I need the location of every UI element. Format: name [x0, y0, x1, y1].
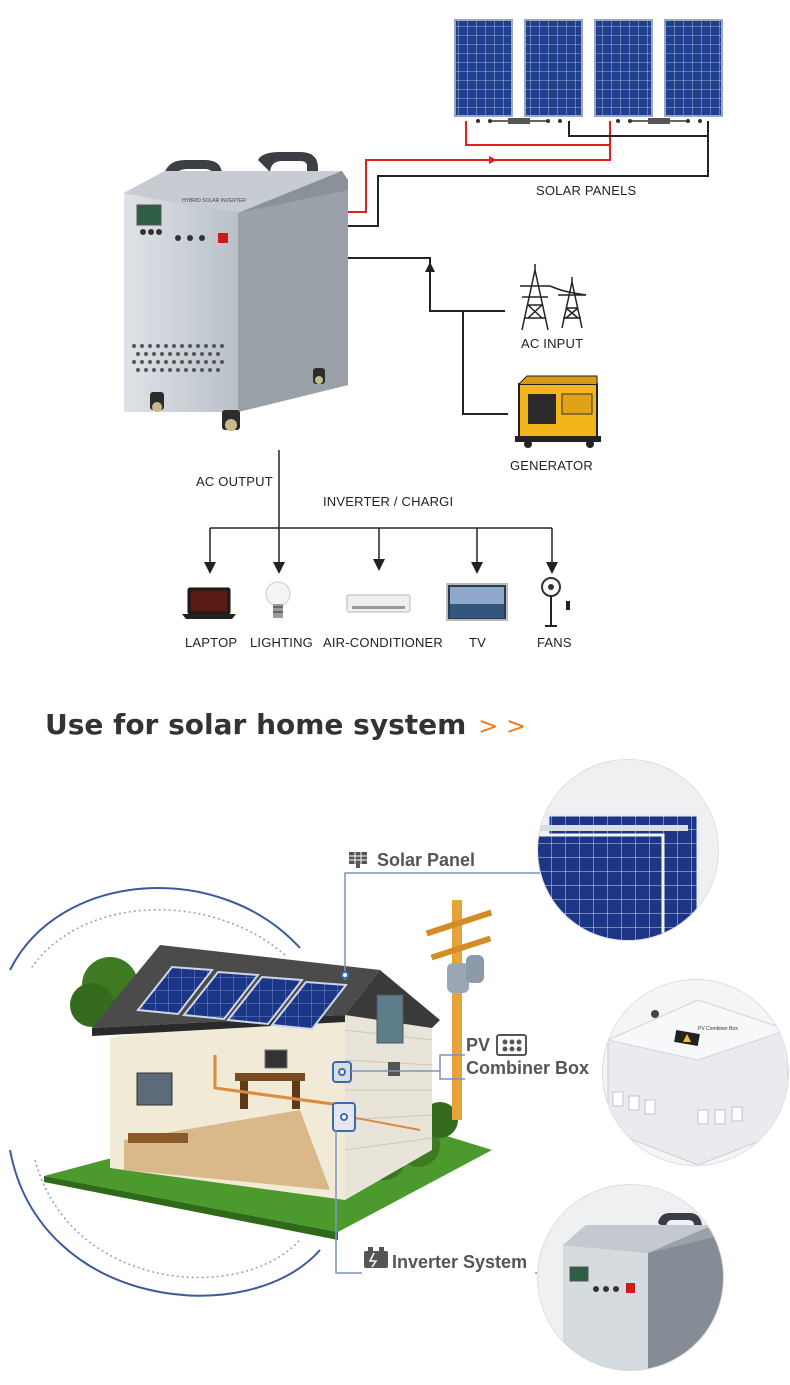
- solar-panel-closeup: [538, 760, 718, 940]
- load-label-fans: FANS: [537, 635, 572, 650]
- solar-panel-small-icon: [349, 852, 367, 868]
- load-label-laptop: LAPTOP: [185, 635, 238, 650]
- solar-panel-array: [454, 19, 723, 124]
- ac-input-label: AC INPUT: [521, 336, 584, 351]
- window: [376, 994, 404, 1044]
- solar-panel-callout: Solar Panel: [377, 850, 476, 870]
- generator-label: GENERATOR: [510, 458, 593, 473]
- inverter-unit: HYBRID SOLAR INVERTER: [124, 152, 348, 431]
- solar-panel-zoom-circle: [538, 760, 718, 940]
- laptop-icon: [182, 587, 236, 619]
- decor-arc-top: [9, 887, 301, 971]
- section-arrows: > >: [478, 712, 527, 740]
- utility-pole-icon: [425, 900, 493, 1120]
- air-conditioner-icon: [346, 594, 411, 613]
- wall-tv-icon: [136, 1072, 173, 1106]
- combiner-box-zoom-circle: PV Combiner Box: [603, 980, 788, 1165]
- load-label-air-conditioner: AIR-CONDITIONER: [323, 635, 443, 650]
- callout-lines: [335, 872, 560, 1274]
- system-diagram: HYBRID SOLAR INVERTER: [124, 19, 723, 627]
- desk-icon: [235, 1073, 305, 1081]
- decor-arc-bottom: [9, 1149, 321, 1297]
- panel-wiring: [348, 121, 709, 227]
- roof-solar-panels: [136, 965, 348, 1031]
- pv-callout-line1: PV: [466, 1035, 491, 1055]
- vent-grille: [132, 344, 224, 372]
- ac-input-wiring: [348, 257, 508, 415]
- battery-small-icon: [364, 1247, 388, 1268]
- inverter-charger-label: INVERTER / CHARGI: [323, 494, 454, 509]
- ac-output-label: AC OUTPUT: [196, 474, 273, 489]
- section-heading: Use for solar home system > >: [45, 708, 526, 741]
- combiner-box-closeup: PV Combiner Box: [603, 980, 788, 1165]
- solar-panel-4: [664, 19, 723, 117]
- inverter-system-callout: Inverter System: [392, 1252, 528, 1272]
- inverter-closeup: [538, 1185, 723, 1370]
- inverter-zoom-circle: [538, 1185, 723, 1370]
- ac-output-wiring: [204, 450, 558, 574]
- inverter-brand-text: HYBRID SOLAR INVERTER: [182, 198, 246, 204]
- generator-icon: [515, 375, 601, 448]
- house-side-wall: [345, 1000, 432, 1200]
- load-label-lighting: LIGHTING: [250, 635, 313, 650]
- solar-panel-3: [594, 19, 653, 117]
- fan-icon: [541, 577, 570, 627]
- solar-panels-label: SOLAR PANELS: [536, 183, 637, 198]
- transmission-tower-icon: [520, 264, 587, 331]
- solar-panel-2: [524, 19, 583, 117]
- load-label-tv: TV: [469, 635, 487, 650]
- section-title: Use for solar home system: [45, 708, 467, 741]
- pv-callout-line2: Combiner Box: [466, 1058, 590, 1078]
- home-system-illustration: [9, 852, 560, 1297]
- solar-panel-1: [454, 19, 513, 117]
- combiner-box-small-icon: [496, 1034, 527, 1056]
- light-bulb-icon: [265, 581, 291, 618]
- combiner-box-lid-text: PV Combiner Box: [698, 1026, 738, 1032]
- tv-icon: [446, 583, 508, 621]
